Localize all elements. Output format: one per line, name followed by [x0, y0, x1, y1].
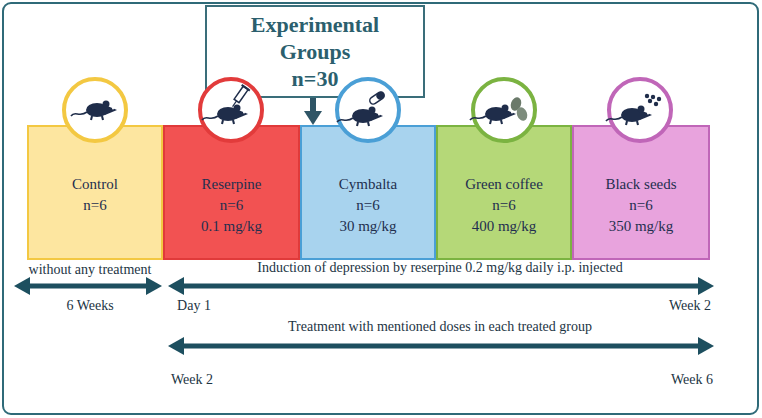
group-name: Cymbalta [339, 174, 397, 195]
group-name: Reserpine [202, 174, 262, 195]
group-box: Cymbaltan=630 mg/kg [300, 125, 436, 260]
sample-size: n=6 [629, 195, 652, 216]
group-name: Green coffee [465, 174, 543, 195]
dose-text: 30 mg/kg [339, 216, 396, 237]
group-box: Green coffeen=6400 mg/kg [436, 125, 572, 260]
sample-size: n=6 [83, 195, 106, 216]
group-name: Black seeds [605, 174, 676, 195]
timeline-label: without any treatment [15, 261, 165, 279]
timeline-label: Week 6 [652, 371, 732, 389]
figure-heading: Experimental Groups [213, 11, 417, 65]
induction-arrow [168, 277, 714, 295]
group-name: Control [72, 174, 118, 195]
timeline-label: Induction of depression by reserpine 0.2… [180, 259, 700, 277]
sample-size: n=30 [292, 65, 339, 92]
dose-text: 0.1 mg/kg [201, 216, 262, 237]
timeline-label: Day 1 [154, 297, 234, 315]
timeline-label: Week 2 [152, 371, 232, 389]
connector-arrow [304, 98, 322, 125]
baseline-arrow [14, 277, 162, 295]
timeline-label: Treatment with mentioned doses in each t… [180, 318, 700, 336]
dose-text: 350 mg/kg [609, 216, 674, 237]
sample-size: n=6 [492, 195, 515, 216]
timeline-label: 6 Weeks [30, 297, 150, 315]
outer-frame [3, 3, 758, 414]
title-box: Experimental Groupsn=30 [205, 5, 425, 98]
group-box: Reserpinen=60.1 mg/kg [163, 125, 300, 260]
dose-text: 400 mg/kg [472, 216, 537, 237]
group-box: Black seedsn=6350 mg/kg [572, 125, 710, 260]
timeline-label: Week 2 [650, 297, 730, 315]
sample-size: n=6 [356, 195, 379, 216]
treatment-arrow [168, 337, 714, 355]
group-box: Controln=6 [27, 125, 163, 260]
sample-size: n=6 [220, 195, 243, 216]
